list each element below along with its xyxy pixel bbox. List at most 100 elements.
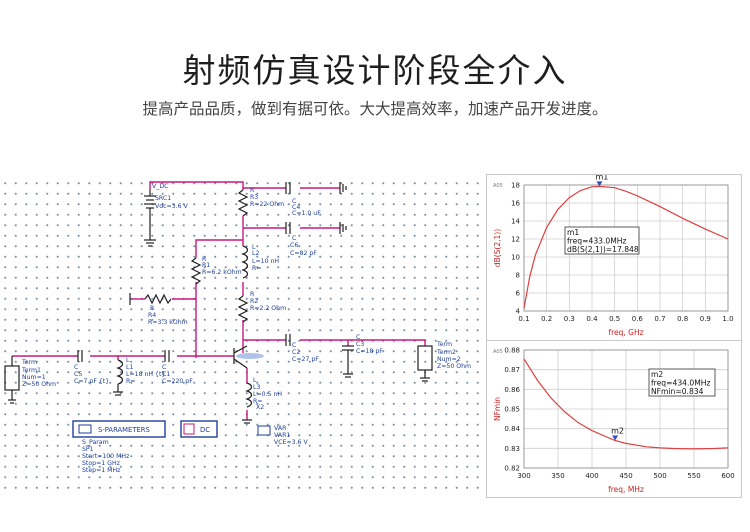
r4-name-label: R4	[148, 312, 156, 319]
chart1-xtick-label: 0.9	[700, 315, 711, 323]
chart2-xtick-label: 550	[687, 472, 700, 480]
c4-name-label: C4	[292, 204, 300, 211]
chart2-marker-box-line1: freq=434.0MHz	[651, 379, 710, 388]
r1-name-label: R1	[202, 262, 210, 269]
c6-value-label: C=82 pF	[290, 250, 317, 257]
chart1-xtick-label: 0.5	[609, 315, 620, 323]
chart1-ytick-label: 8	[516, 272, 520, 280]
chart1-marker[interactable]	[596, 181, 603, 187]
vdc-value-label: Vdc=3.6 V	[155, 203, 189, 210]
term2-num-label: Num=2	[437, 356, 461, 363]
r1-ref-label: R	[202, 256, 207, 263]
c2-name-label: C2	[292, 349, 300, 356]
chart2-ytick-label: 0.87	[504, 366, 520, 374]
chart2-marker-box-title: m2	[651, 370, 663, 379]
l1-r-label: R=	[126, 378, 135, 385]
chart2-ytick-label: 0.83	[504, 445, 520, 453]
chart1-ylabel: dB(S(2,1))	[493, 229, 502, 267]
chart2-xtick-label: 600	[721, 472, 734, 480]
schematic-wires	[12, 181, 426, 420]
r3-value-label: R=22 Ohm	[250, 201, 284, 208]
chart1-corner-tag: A05	[493, 183, 503, 189]
schematic-labels: V_DC SRC1 Vdc=3.6 V R R3 R=22 Ohm C C4 C…	[21, 183, 471, 411]
chart1-xtick-label: 0.1	[518, 315, 529, 323]
sparam-name-label: SP1	[82, 446, 94, 453]
vdc-name-label: SRC1	[155, 195, 171, 202]
r1-value-label: R=6.2 kOhm	[202, 269, 242, 276]
chart2-ytick-label: 0.82	[504, 465, 520, 473]
l1-value-label: L=18 nH {t}	[126, 371, 165, 378]
l1-name-label: L1	[126, 364, 133, 371]
var-ref-label: VAR	[274, 425, 287, 432]
sparam-stop-label: Stop=1 GHz	[82, 460, 120, 467]
c5-name-label: C5	[74, 371, 82, 378]
vdc-ref-label: V_DC	[152, 183, 168, 190]
c1-ref-label: C	[162, 364, 166, 371]
l3-r-label: R=	[253, 398, 262, 405]
chart1-xtick-label: 0.7	[654, 315, 665, 323]
chart2-marker[interactable]	[612, 435, 619, 441]
c5-ref-label: C	[74, 364, 78, 371]
sparameters-title: S-PARAMETERS	[98, 426, 150, 434]
c4-ref-label: C	[292, 198, 296, 205]
chart2-xtick-label: 400	[585, 472, 598, 480]
sparameters-block[interactable]: S-PARAMETERS S_Param SP1 Start=100 MHz S…	[72, 420, 166, 474]
term1-ref-label: Term	[21, 359, 37, 366]
r2-name-label: R2	[250, 298, 258, 305]
r2-value-label: R=2.2 Ohm	[250, 305, 286, 312]
r2-ref-label: R	[250, 291, 255, 298]
chart1-marker-box-line1: freq=433.0MHz	[567, 237, 626, 246]
term2-z-label: Z=50 Ohm	[437, 363, 471, 370]
chart2-xtick-label: 300	[517, 472, 530, 480]
chart2-marker-box-line2: NFmin=0.834	[651, 387, 704, 396]
c1-name-label: C1	[162, 371, 170, 378]
chart1-marker-box-line2: dB(S(2,1))=17.848	[567, 245, 639, 254]
chart1-xtick-label: 0.6	[632, 315, 644, 323]
c6-ref-label: C	[292, 235, 296, 242]
chart2-xtick-label: 500	[653, 472, 666, 480]
chart1-marker-box-title: m1	[567, 228, 579, 237]
chart2-ytick-label: 0.88	[504, 347, 520, 355]
dc-simulation-block[interactable]: DC	[180, 420, 218, 438]
sparam-start-label: Start=100 MHz	[82, 453, 129, 460]
schematic-drawing: V_DC SRC1 Vdc=3.6 V R R3 R=22 Ohm C C4 C…	[4, 181, 471, 474]
chart2-frame	[523, 349, 729, 469]
page-subtitle: 提高产品品质，做到有据可依。大大提高效率，加速产品开发进度。	[142, 100, 608, 118]
schematic-canvas[interactable]: V_DC SRC1 Vdc=3.6 V R R3 R=22 Ohm C C4 C…	[0, 178, 508, 494]
chart1-xtick-label: 0.3	[564, 315, 575, 323]
chart2-series-line	[523, 358, 729, 450]
chart2-xtick-label: 350	[551, 472, 564, 480]
chart2-marker-box	[648, 368, 716, 397]
dc-title: DC	[200, 426, 210, 434]
chart1-frame	[523, 184, 729, 312]
chart2-ylabel: NFmin	[493, 397, 502, 421]
l3-ref-label: L	[253, 377, 257, 384]
chart1-xtick-label: 1.0	[722, 315, 733, 323]
var-block[interactable]: VAR VAR1 VCE=3.6 V	[257, 425, 308, 446]
chart1-ytick-label: 4	[516, 308, 521, 316]
c3-value-label: C=18 pF	[356, 348, 383, 355]
l3-name-label: L3	[253, 384, 260, 391]
sparam-ref-label: S_Param	[82, 439, 109, 446]
c3-ref-label: C	[356, 334, 360, 341]
c2-ref-label: C	[292, 342, 296, 349]
l2-value-label: L=10 nH	[252, 258, 279, 265]
r4-value-label: R=3.3 kOhm	[148, 319, 188, 326]
chart1-ytick-label: 6	[516, 290, 521, 298]
l3-value-label: L=0.5 nH	[253, 391, 282, 398]
l2-name-label: L2	[252, 250, 259, 257]
term2-ref-label: Term	[436, 341, 452, 348]
var-value-label: VCE=3.6 V	[274, 439, 308, 446]
c5-value-label: C=7 pF {t}	[74, 378, 109, 385]
chart1-ytick-label: 18	[511, 182, 520, 190]
chart1-ytick-label: 14	[511, 218, 520, 226]
c6-name-label: C6	[290, 242, 298, 249]
term1-z-label: Z=50 Ohm	[22, 381, 56, 388]
chart2-ytick-label: 0.86	[504, 386, 520, 394]
l2-r-label: R=	[252, 265, 261, 272]
chart2-xtick-label: 450	[619, 472, 632, 480]
